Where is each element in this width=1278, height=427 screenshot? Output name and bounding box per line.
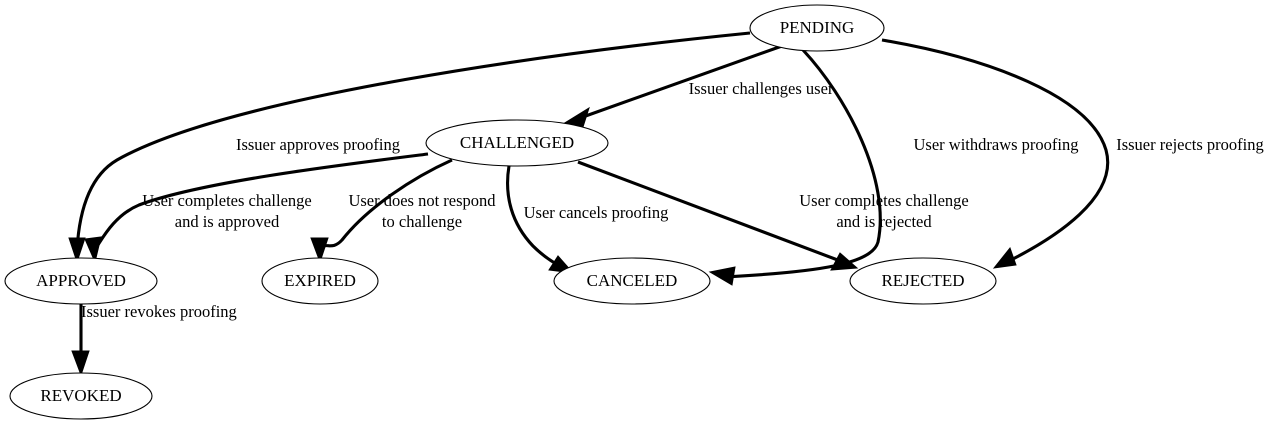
arrowhead-into-canceled-from-pending bbox=[708, 266, 736, 286]
edge-label-challenged-to-approved-line2: and is approved bbox=[175, 212, 280, 231]
edge-challenged-to-expired-hit[interactable] bbox=[320, 160, 452, 250]
edge-pending-to-challenged-hit[interactable] bbox=[580, 46, 782, 118]
edge-pending-to-rejected[interactable]: Issuer rejects proofing bbox=[881, 38, 1264, 269]
node-rejected[interactable]: REJECTED bbox=[849, 257, 997, 305]
edge-pending-to-rejected-hit[interactable] bbox=[882, 40, 1108, 262]
edge-challenged-to-canceled-hit[interactable] bbox=[508, 166, 562, 267]
node-challenged-shape[interactable] bbox=[425, 119, 609, 167]
node-canceled[interactable]: CANCELED bbox=[553, 257, 711, 305]
arrowhead-into-rejected-from-pending bbox=[992, 246, 1017, 269]
edge-label-pending-to-rejected: Issuer rejects proofing bbox=[1116, 135, 1264, 154]
edge-label-pending-to-challenged: Issuer challenges user bbox=[689, 79, 834, 98]
node-approved-shape[interactable] bbox=[4, 257, 158, 305]
node-revoked-shape[interactable] bbox=[9, 372, 153, 420]
edge-challenged-to-rejected-path bbox=[577, 160, 844, 264]
edge-pending-to-rejected-path bbox=[881, 38, 1110, 264]
edge-challenged-to-canceled-path bbox=[506, 165, 563, 269]
node-expired[interactable]: EXPIRED bbox=[261, 257, 379, 305]
node-approved[interactable]: APPROVED bbox=[4, 257, 158, 305]
edge-label-pending-to-approved: Issuer approves proofing bbox=[236, 135, 400, 154]
edge-pending-to-approved-path bbox=[75, 31, 751, 251]
edge-pending-to-canceled-path bbox=[723, 48, 882, 279]
edge-pending-to-challenged[interactable]: Issuer challenges user bbox=[561, 44, 834, 128]
edge-pending-to-approved-hit[interactable] bbox=[77, 33, 750, 250]
edge-label-challenged-to-canceled: User cancels proofing bbox=[524, 203, 669, 222]
edge-challenged-to-rejected[interactable]: User completes challenge and is rejected bbox=[577, 160, 969, 271]
node-pending[interactable]: PENDING bbox=[749, 4, 885, 52]
edge-challenged-to-rejected-hit[interactable] bbox=[578, 162, 843, 262]
edge-challenged-to-expired-path bbox=[318, 158, 453, 251]
edge-pending-to-approved[interactable]: Issuer approves proofing bbox=[68, 31, 751, 264]
node-expired-shape[interactable] bbox=[261, 257, 379, 305]
node-challenged[interactable]: CHALLENGED bbox=[425, 119, 609, 167]
node-canceled-shape[interactable] bbox=[553, 257, 711, 305]
edge-label-challenged-to-expired-line2: to challenge bbox=[382, 212, 462, 231]
edge-pending-to-challenged-path bbox=[579, 44, 783, 120]
edge-approved-to-revoked[interactable]: Issuer revokes proofing bbox=[71, 302, 237, 377]
node-rejected-shape[interactable] bbox=[849, 257, 997, 305]
arrowhead-into-rejected-from-challenged bbox=[830, 252, 859, 271]
node-revoked[interactable]: REVOKED bbox=[9, 372, 153, 420]
arrowhead-into-approved-from-pending bbox=[68, 237, 86, 264]
node-pending-shape[interactable] bbox=[749, 4, 885, 52]
edge-label-approved-to-revoked: Issuer revokes proofing bbox=[81, 302, 237, 321]
arrowhead-into-revoked bbox=[71, 350, 90, 377]
arrowhead-into-approved-from-challenged bbox=[84, 236, 102, 264]
arrowhead-into-expired bbox=[310, 237, 329, 264]
edge-label-pending-to-canceled: User withdraws proofing bbox=[914, 135, 1079, 154]
edge-challenged-to-expired[interactable]: User does not respond to challenge bbox=[310, 158, 496, 264]
edge-challenged-to-approved-path bbox=[92, 152, 429, 252]
